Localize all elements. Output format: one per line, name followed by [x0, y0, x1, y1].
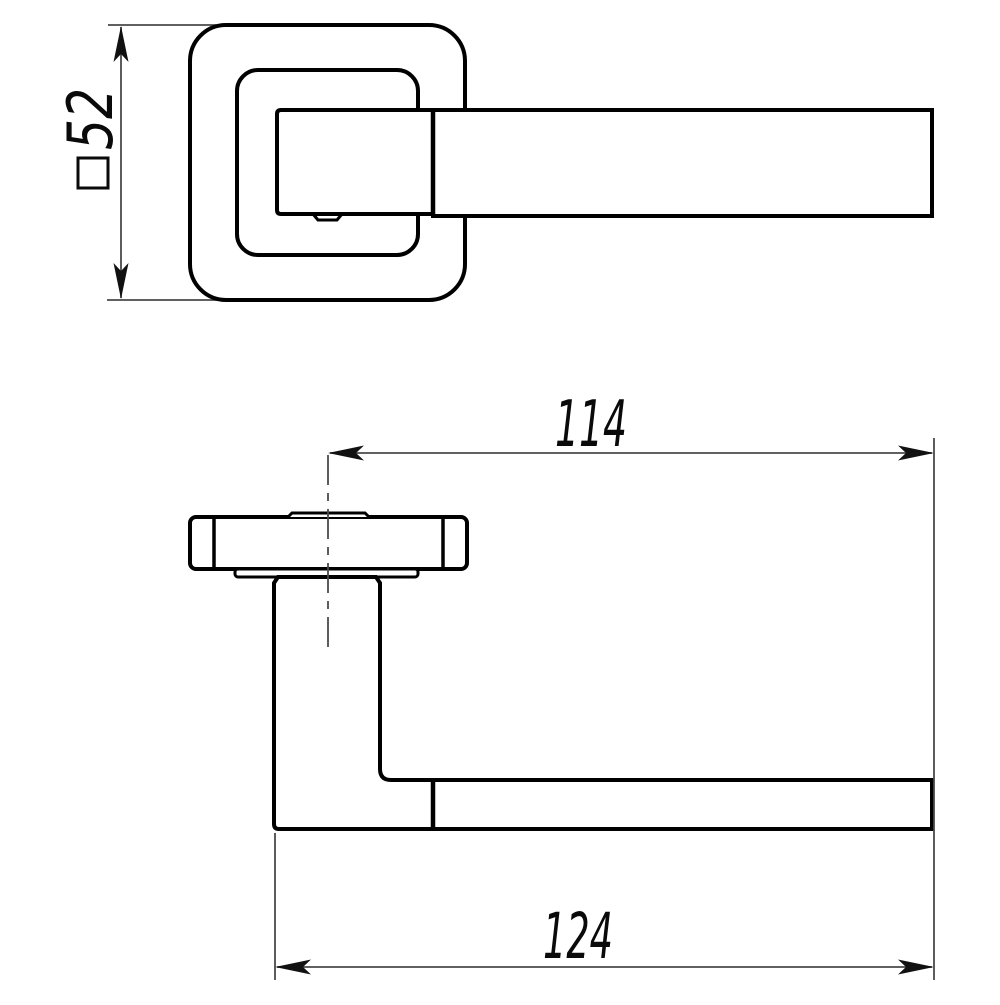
handle-lever-top-view	[275, 108, 934, 218]
dimension-52: 52	[54, 26, 129, 299]
dimension-label-114: 114	[555, 388, 627, 462]
side-view	[188, 455, 934, 831]
arrowhead-left-icon	[328, 445, 364, 461]
dimension-124: 124	[274, 438, 935, 980]
square-section-symbol-icon	[76, 156, 110, 190]
dimension-label-52: 52	[54, 88, 127, 150]
arrowhead-up-icon	[113, 26, 129, 62]
arrowhead-down-icon	[113, 263, 129, 299]
arrowhead-right-icon	[898, 959, 934, 975]
dimension-label-124: 124	[543, 900, 613, 973]
top-view	[107, 23, 934, 302]
dimension-114: 114	[328, 388, 934, 462]
arrowhead-right-icon	[898, 445, 934, 461]
neck-notch	[311, 213, 344, 222]
handle-side-profile	[272, 575, 934, 831]
arrowhead-left-icon	[275, 959, 311, 975]
